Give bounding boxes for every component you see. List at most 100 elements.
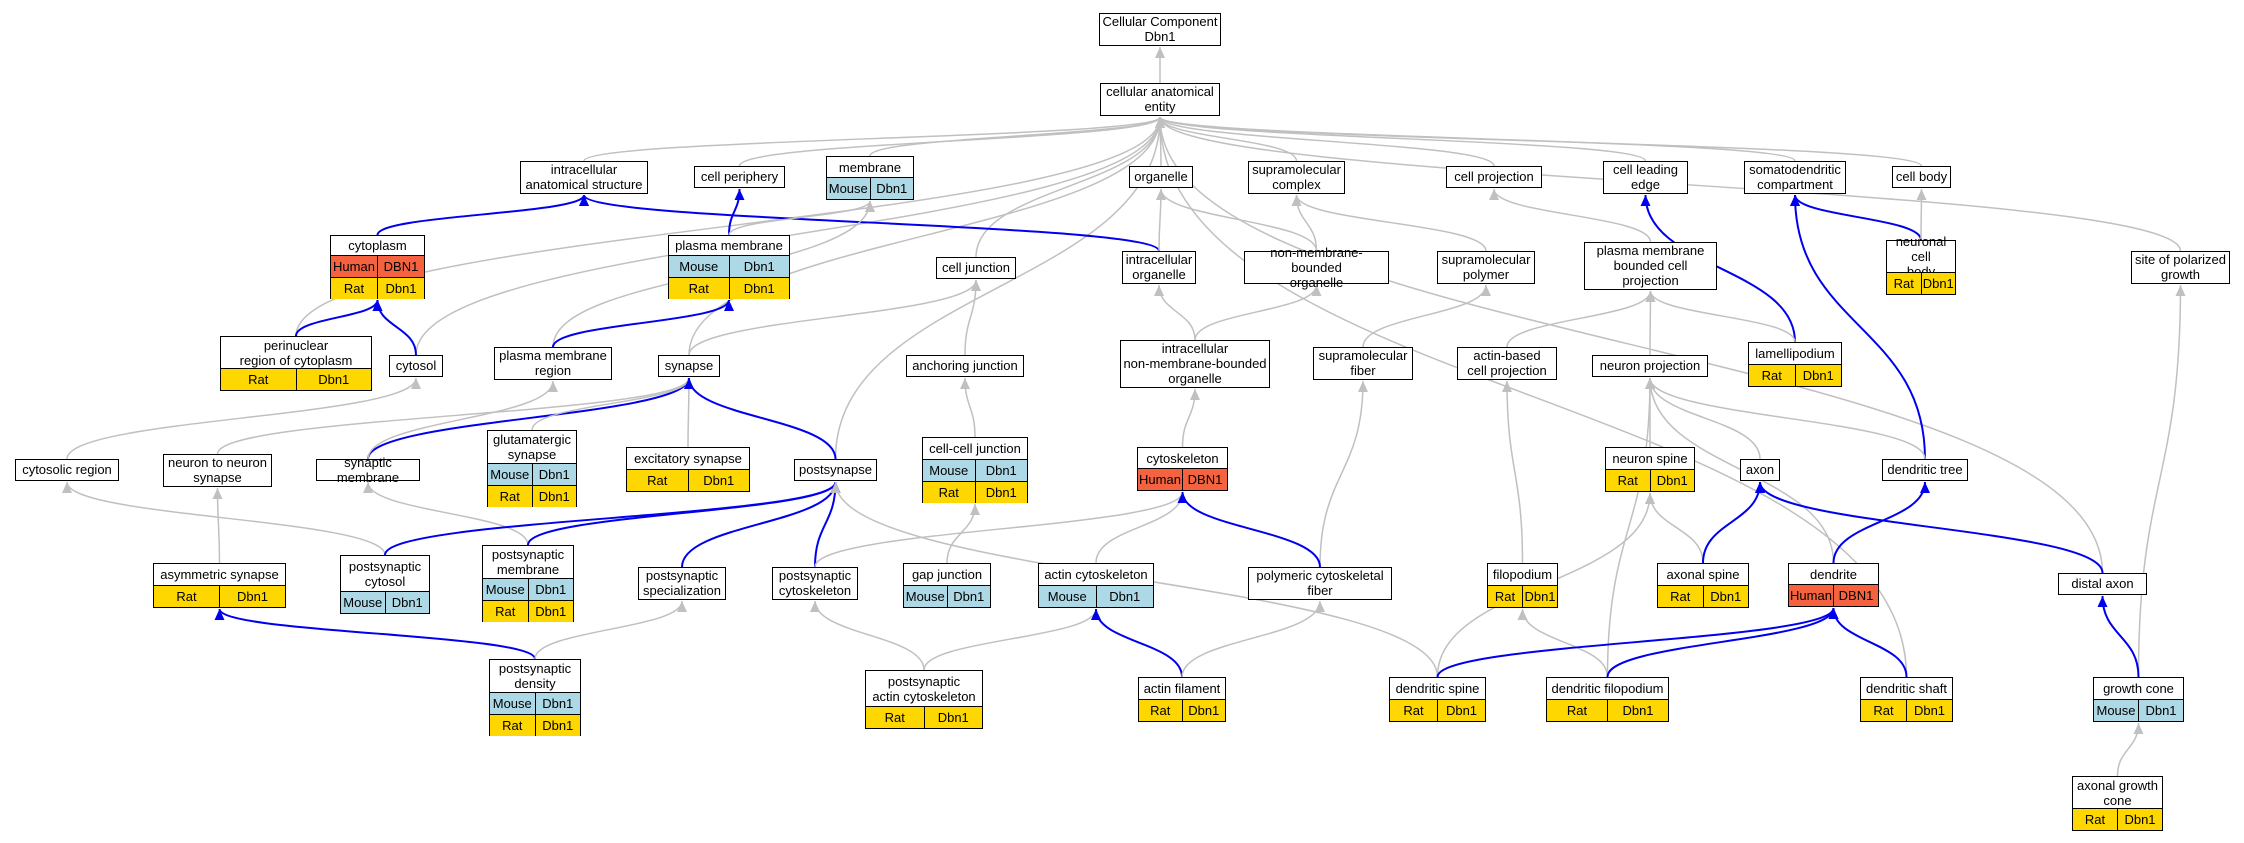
- node-abcp: actin-based cell projection: [1457, 347, 1557, 380]
- node-io: intracellular organelle: [1122, 251, 1196, 284]
- gene-cell: Dbn1: [1607, 700, 1668, 721]
- node-aj: anchoring junction: [906, 355, 1024, 377]
- species-cell: Rat: [1749, 365, 1795, 386]
- edge-pcsk-to-posts: [814, 481, 841, 568]
- node-label: plasma membrane region: [499, 348, 607, 378]
- edge-dax-to-axon: [1755, 481, 2104, 574]
- node-label: axonal spine: [1666, 567, 1740, 582]
- node-label: cytosolic region: [22, 462, 112, 477]
- edge-dax-to-cae: [1155, 116, 2104, 574]
- gene-cell: Dbn1: [1920, 273, 1955, 294]
- edge-aj-to-cj: [964, 279, 981, 356]
- gene-cell: Dbn1: [2138, 700, 2183, 721]
- species-cell: Mouse: [669, 256, 729, 277]
- node-label: dendrite: [1810, 566, 1857, 582]
- node-label: postsynaptic density: [498, 661, 572, 691]
- node-label: supramolecular polymer: [1441, 252, 1531, 282]
- gene-cell: Dbn1: [527, 601, 573, 622]
- node-label: distal axon: [2071, 576, 2134, 591]
- node-label: cytosol: [395, 358, 437, 373]
- gene-cell: Dbn1: [531, 464, 576, 485]
- species-cell: Mouse: [827, 178, 870, 199]
- node-label: cytoplasm: [348, 238, 407, 253]
- edge-cle-to-cae: [1155, 116, 1647, 162]
- node-label: polymeric cytoskeletal fiber: [1256, 568, 1384, 598]
- edge-dsp-to-dend: [1436, 607, 1839, 678]
- gene-cell: Dbn1: [869, 178, 913, 199]
- species-cell: Rat: [483, 601, 528, 622]
- node-label: postsynaptic actin cytoskeleton: [872, 673, 976, 704]
- edge-pspec-to-posts: [681, 481, 841, 568]
- species-cell: Rat: [2073, 809, 2117, 830]
- gene-cell: DBN1: [1182, 469, 1227, 490]
- node-label: Cellular Component Dbn1: [1102, 14, 1218, 44]
- edge-pm-to-memb: [728, 200, 875, 236]
- node-label: plasma membrane: [675, 238, 783, 253]
- node-label: postsynaptic membrane: [491, 547, 565, 577]
- edge-np-to-pmbcp: [1645, 290, 1656, 356]
- edge-psd-to-asyn: [214, 608, 536, 660]
- node-smp: supramolecular polymer: [1437, 251, 1535, 284]
- node-label: actin-based cell projection: [1467, 348, 1547, 378]
- node-label: cellular anatomical entity: [1106, 84, 1214, 114]
- node-syn: synapse: [658, 355, 720, 377]
- node-label: neuron to neuron synapse: [167, 455, 268, 485]
- node-cle: cell leading edge: [1603, 161, 1688, 194]
- edge-dtree-to-np: [1645, 377, 1926, 460]
- species-cell: Rat: [331, 278, 377, 299]
- edge-gcone-to-dax: [2097, 595, 2140, 678]
- edge-csk-to-inmbo: [1181, 388, 1200, 448]
- edge-pcf-to-csk: [1177, 491, 1321, 568]
- species-cell: Rat: [488, 486, 532, 507]
- edge-filo-to-abcp: [1502, 380, 1524, 564]
- node-nmbo: non-membrane-bounded organelle: [1244, 245, 1389, 290]
- node-inmbo: intracellular non-membrane-bounded organ…: [1120, 340, 1270, 388]
- edge-axsp-to-axon: [1702, 481, 1765, 564]
- edge-io-to-ias: [579, 194, 1160, 252]
- node-pspec: postsynaptic specialization: [638, 567, 726, 600]
- node-sdc: somatodendritic compartment: [1744, 161, 1846, 194]
- edge-abcp-to-pmbcp: [1506, 290, 1656, 348]
- edge-axon-to-np: [1645, 377, 1761, 460]
- gene-cell: DBN1: [377, 256, 424, 277]
- node-label: growth cone: [2103, 681, 2174, 696]
- node-label: site of polarized growth: [2134, 252, 2227, 282]
- node-label: glutamatergic synapse: [492, 432, 572, 462]
- edge-prc-to-cyto: [295, 299, 383, 337]
- node-pmbcp: plasma membrane bounded cell projection: [1584, 242, 1717, 290]
- node-cytosol: cytosol: [389, 355, 443, 377]
- node-label: postsynapse: [799, 462, 872, 477]
- gene-cell: Dbn1: [974, 482, 1027, 503]
- species-cell: Human: [1789, 585, 1833, 606]
- node-label: perinuclear region of cytoplasm: [239, 337, 353, 368]
- gene-cell: Dbn1: [1702, 586, 1748, 607]
- gene-cell: Dbn1: [2117, 809, 2162, 830]
- species-cell: Rat: [1139, 700, 1182, 721]
- node-label: postsynaptic specialization: [642, 568, 722, 598]
- species-cell: Mouse: [483, 579, 528, 600]
- node-dtree: dendritic tree: [1882, 459, 1968, 481]
- node-label: cell projection: [1454, 169, 1534, 184]
- node-label: excitatory synapse: [634, 451, 742, 466]
- node-label: anchoring junction: [912, 358, 1018, 373]
- node-label: neuron spine: [1612, 451, 1688, 466]
- edge-pmbcp-to-cproj: [1489, 188, 1652, 243]
- species-cell: Rat: [1887, 273, 1921, 294]
- species-cell: Rat: [1658, 586, 1703, 607]
- node-label: dendritic filopodium: [1551, 681, 1664, 696]
